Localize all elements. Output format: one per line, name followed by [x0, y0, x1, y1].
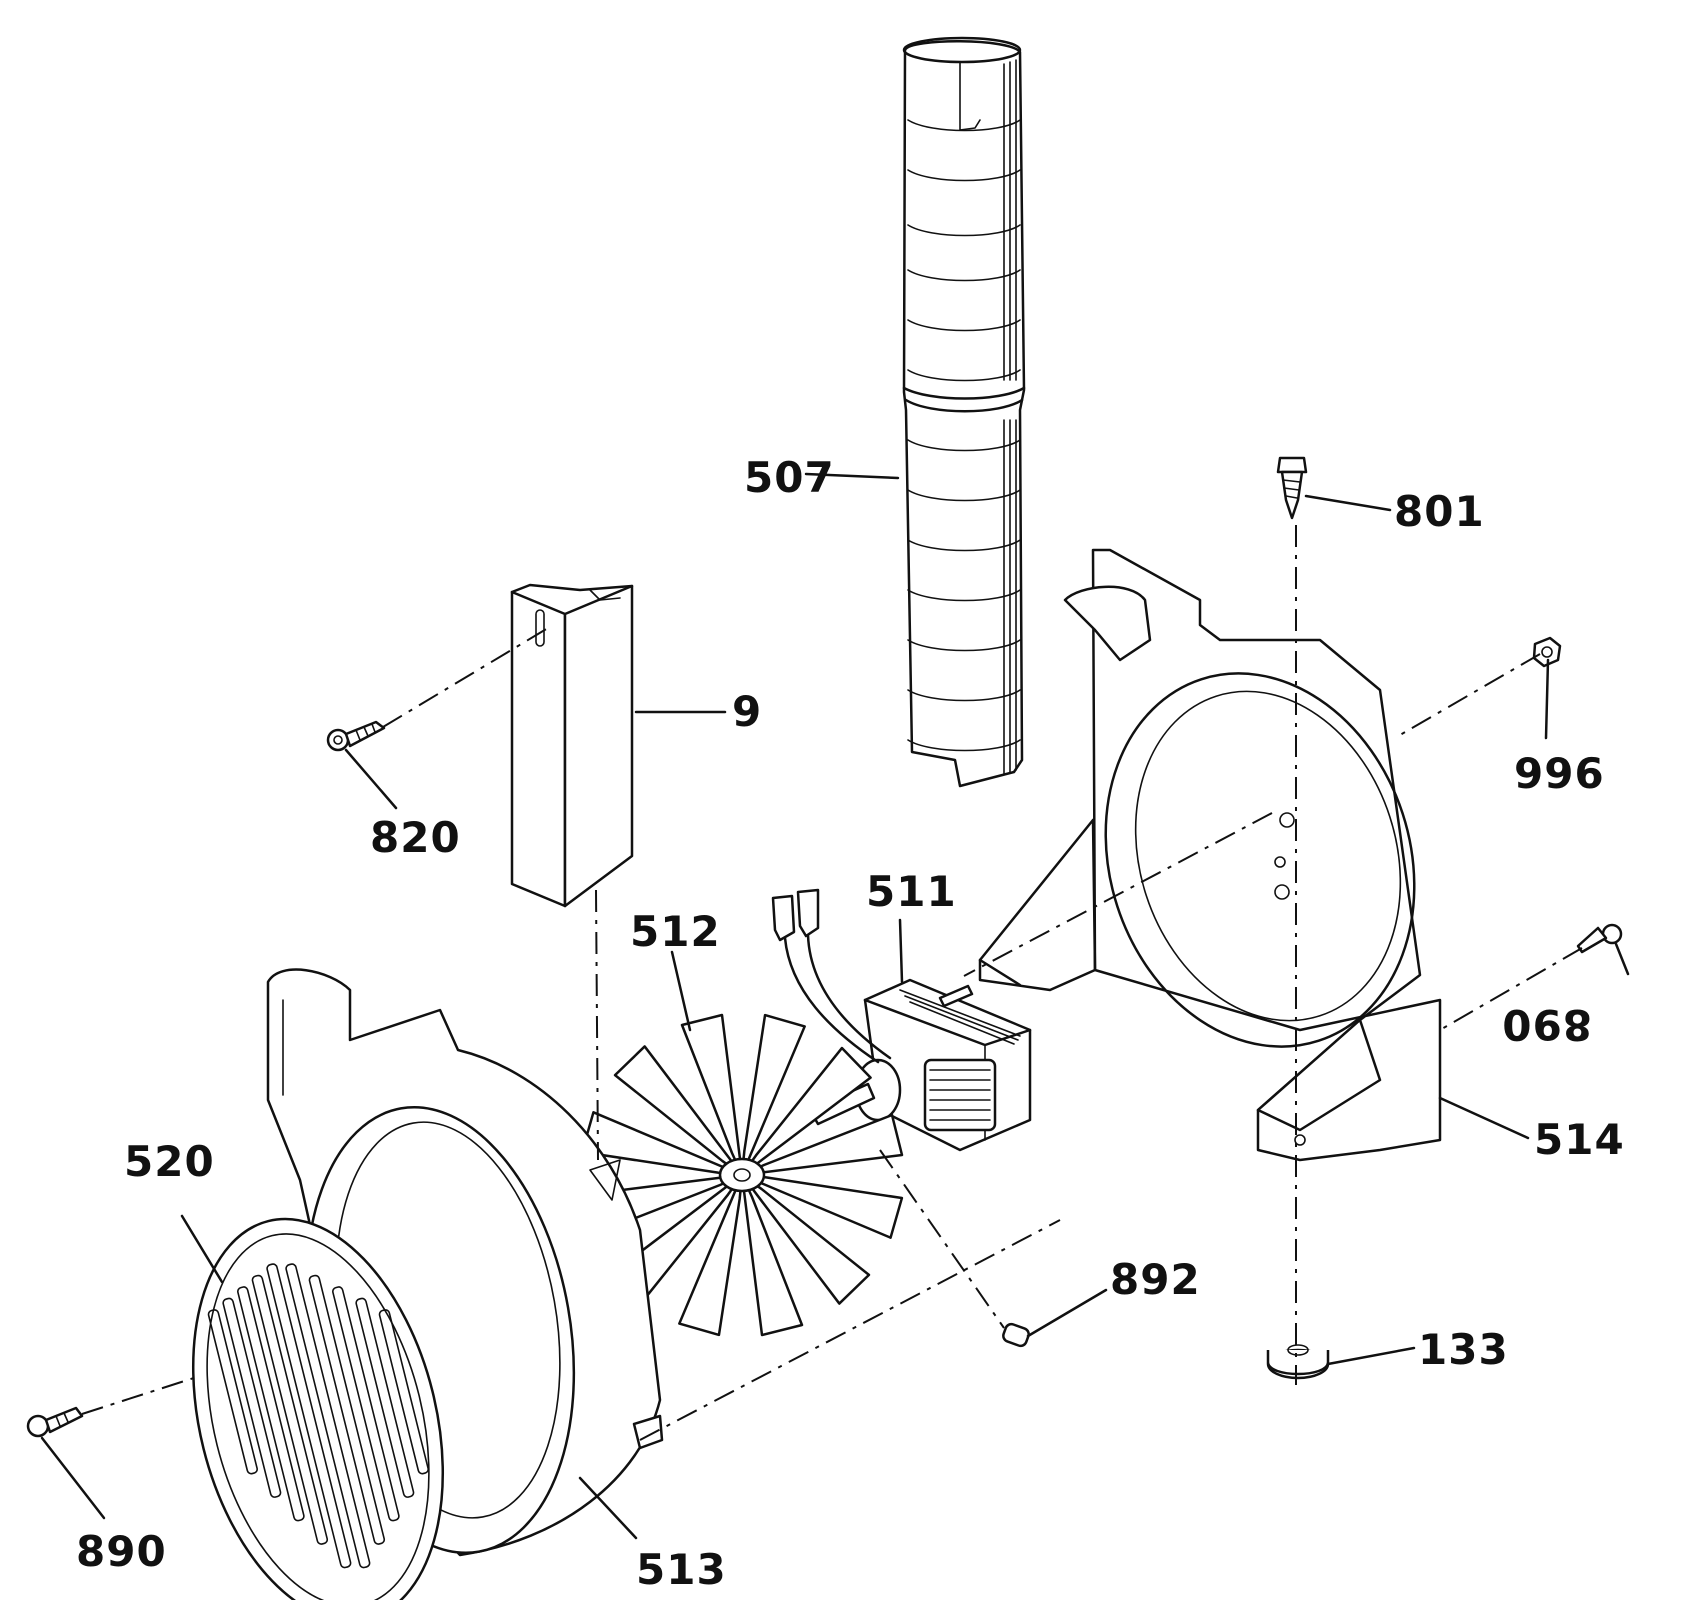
label-512: 512: [630, 907, 721, 956]
grille-slot: [222, 1297, 282, 1498]
part-820-screw: [326, 720, 386, 752]
label-996: 996: [1514, 749, 1605, 798]
wheel-rib: [907, 589, 1021, 602]
part-9-bracket: [510, 583, 634, 908]
part-labels: 507 801 996 9 820 511 512 890 514 520 89…: [76, 453, 1625, 1594]
wheel-rib: [907, 539, 1021, 552]
label-514: 514: [1534, 1115, 1625, 1164]
wheel-ribs: [907, 119, 1021, 752]
part-890-left-screw: [26, 1406, 84, 1438]
label-507: 507: [744, 453, 835, 502]
grille-slot: [378, 1309, 429, 1475]
wheel-rib: [907, 439, 1021, 452]
wheel-rib: [907, 639, 1021, 652]
wheel-rib: [907, 224, 1021, 237]
wheel-rib: [907, 119, 1021, 132]
part-890-right-screw: [1576, 923, 1623, 954]
wheel-rib: [907, 319, 1021, 332]
wheel-rib: [907, 169, 1021, 182]
alignment-lines: [81, 525, 1583, 1441]
label-820: 820: [370, 813, 461, 862]
grille-slot: [285, 1263, 371, 1569]
label-520: 520: [124, 1137, 215, 1186]
part-801-screw: [1276, 456, 1308, 520]
label-511: 511: [866, 867, 957, 916]
label-513: 513: [636, 1545, 727, 1594]
wheel-rib: [907, 689, 1021, 702]
label-133: 133: [1418, 1325, 1509, 1374]
part-507-blower-wheel: [902, 36, 1026, 788]
label-801: 801: [1394, 487, 1485, 536]
wheel-rib: [907, 739, 1021, 752]
leader-lines: [40, 472, 1630, 1540]
part-511-motor: [771, 888, 1032, 1152]
grille-slot: [332, 1286, 400, 1522]
label-890-right: 890: [1501, 1000, 1592, 1049]
wheel-rib: [907, 269, 1021, 282]
grille-slot: [266, 1263, 352, 1569]
wheel-rib: [907, 489, 1021, 502]
part-892-sleeve: [1002, 1322, 1030, 1348]
grille-slot: [355, 1297, 415, 1498]
part-520-grille: [191, 1217, 445, 1600]
part-996-nut: [1532, 636, 1562, 668]
part-514-motor-mount: [978, 548, 1442, 1162]
grille-slot: [251, 1274, 329, 1545]
grille-slot: [237, 1286, 305, 1522]
grille-slots: [207, 1263, 429, 1569]
label-9: 9: [732, 687, 762, 736]
part-133-washer: [1266, 1344, 1330, 1380]
grille-slot: [308, 1274, 386, 1545]
label-892: 892: [1110, 1255, 1201, 1304]
grille-slot: [207, 1309, 258, 1475]
wheel-rib: [907, 369, 1021, 382]
part-512-fan-blade: [580, 1013, 904, 1337]
fan-blades: [580, 1013, 904, 1337]
label-890-left: 890: [76, 1527, 167, 1576]
